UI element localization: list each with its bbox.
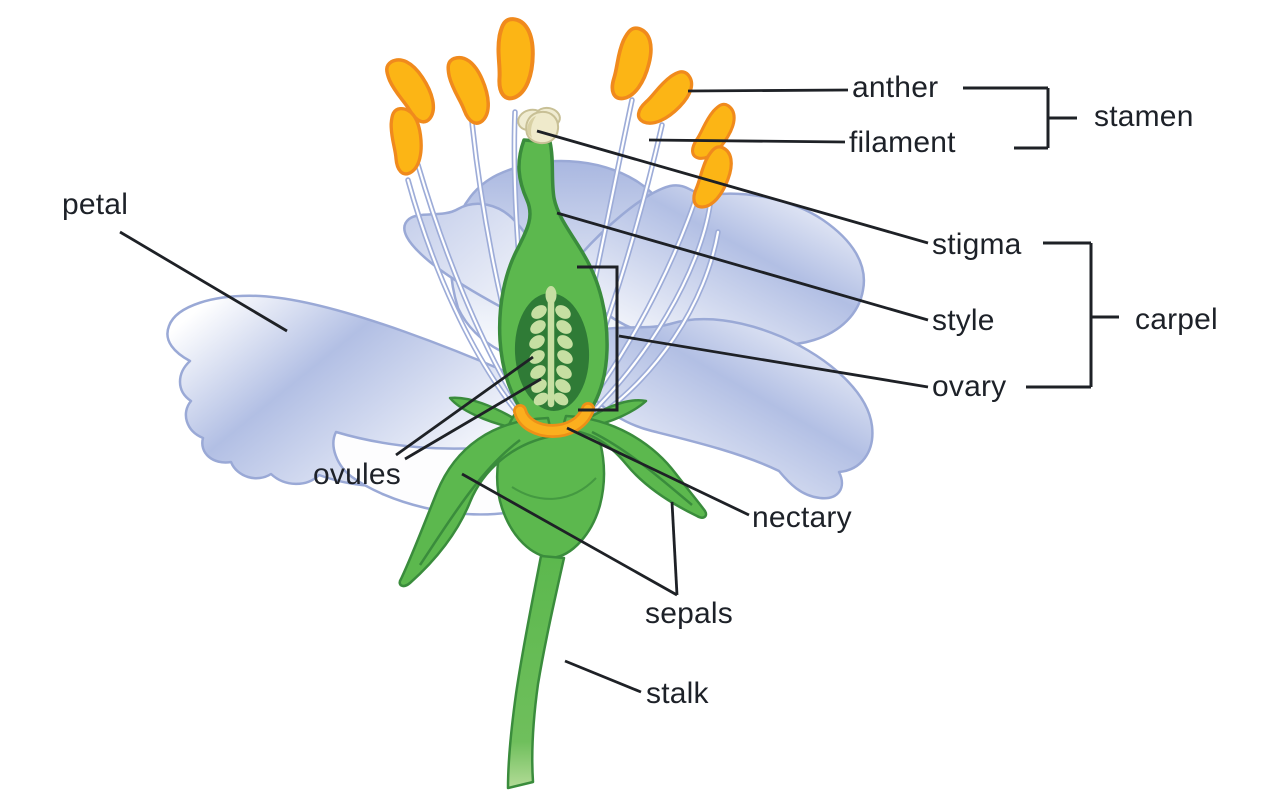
leader-sepals-2: [670, 501, 679, 596]
label-style: style: [932, 304, 995, 337]
carpel-bracket: [1026, 241, 1119, 389]
ovules-shape: [529, 286, 573, 408]
label-carpel: carpel: [1135, 303, 1218, 336]
sepal-left: [398, 416, 554, 588]
label-stigma: stigma: [932, 228, 1022, 261]
label-filament: filament: [849, 126, 956, 159]
label-anther: anther: [852, 71, 939, 104]
stalk-shape: [506, 554, 566, 790]
leader-stigma: [536, 129, 929, 245]
label-stamen: stamen: [1094, 100, 1194, 133]
leader-style: [556, 211, 929, 322]
leader-ovules-1: [395, 355, 534, 457]
leader-anther: [687, 88, 849, 93]
leader-lines: [119, 88, 929, 694]
leader-sepals-1: [461, 472, 678, 597]
leader-nectary: [566, 426, 750, 517]
label-ovules: ovules: [313, 458, 401, 491]
anthers: [385, 17, 736, 209]
leader-ovary: [618, 334, 929, 389]
leader-stalk: [564, 659, 642, 694]
leader-ovules-2: [404, 377, 542, 461]
ovary-bracket: [577, 265, 619, 412]
label-nectary: nectary: [752, 501, 852, 534]
label-ovary: ovary: [932, 370, 1007, 403]
stamen-bracket: [963, 86, 1077, 150]
leader-filament: [648, 138, 846, 144]
stigma-shape: [517, 106, 561, 145]
label-sepals: sepals: [645, 597, 733, 630]
label-petal: petal: [62, 188, 129, 221]
leader-petal: [119, 230, 288, 333]
receptacle-fold: [511, 477, 597, 500]
label-stalk: stalk: [646, 677, 709, 710]
nectary-shape: [513, 402, 595, 438]
